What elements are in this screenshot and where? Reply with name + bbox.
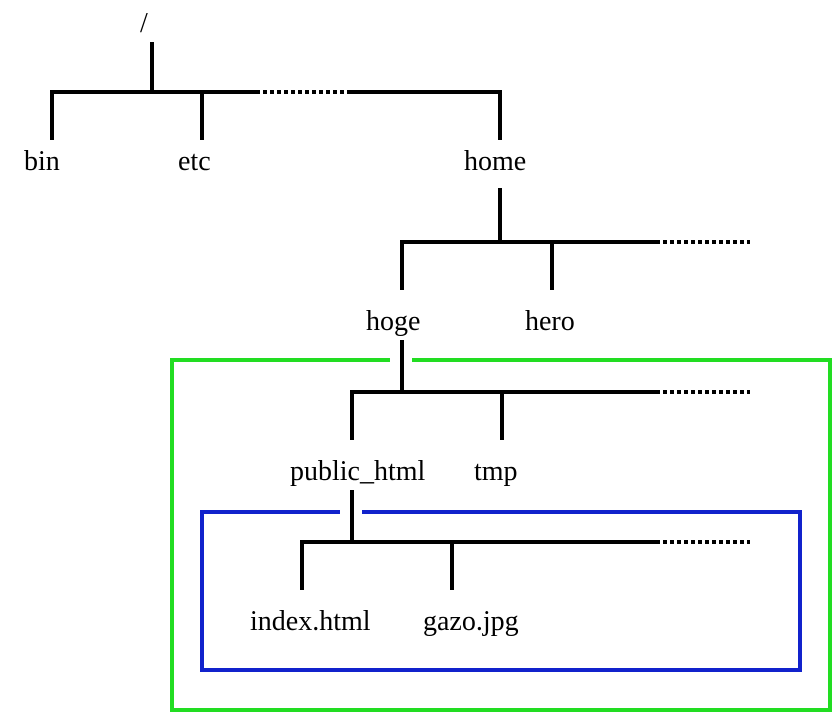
node-gazo-jpg: gazo.jpg xyxy=(423,606,519,637)
public-html-highlight-box xyxy=(200,510,802,672)
node-public-html: public_html xyxy=(290,456,426,487)
root-label: / xyxy=(140,8,148,39)
node-tmp: tmp xyxy=(474,456,518,487)
node-hoge: hoge xyxy=(366,306,420,337)
node-home: home xyxy=(464,146,526,177)
node-bin: bin xyxy=(24,146,60,177)
node-hero: hero xyxy=(525,306,575,337)
node-index-html: index.html xyxy=(250,606,371,637)
home-directory-highlight-box xyxy=(170,358,832,712)
node-etc: etc xyxy=(178,146,211,177)
